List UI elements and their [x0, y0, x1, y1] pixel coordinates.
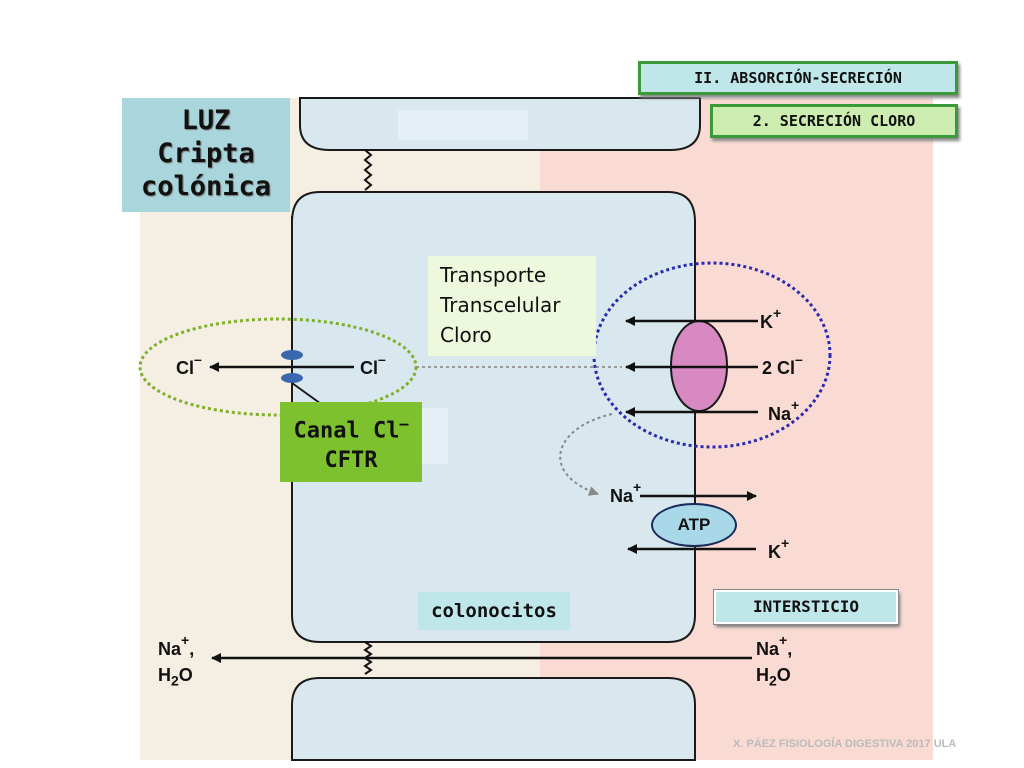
- section-tag: II. ABSORCIÓN-SECRECIÓN: [638, 61, 958, 95]
- interstitium-label: INTERSTICIO: [713, 589, 899, 625]
- cftr-channel-top: [281, 350, 303, 360]
- cl2-cotransport-label: 2 Cl–: [762, 351, 803, 378]
- paracellular-right-label: Na+, H2O: [756, 632, 793, 689]
- colonocytes-label: colonocitos: [418, 592, 570, 630]
- cell-placeholder: [420, 408, 448, 464]
- transport-line-1: Transporte: [440, 263, 547, 287]
- bottom-cell: [291, 677, 696, 761]
- cftr-highlight: [138, 317, 418, 417]
- top-cell-placeholder: [398, 110, 528, 140]
- footer-credit: X. PÁEZ FISIOLOGÍA DIGESTIVA 2017 ULA: [733, 738, 957, 750]
- k-cotransport-label: K+: [760, 305, 782, 332]
- transport-line-3: Cloro: [440, 323, 492, 347]
- lumen-label-box: LUZ Cripta colónica: [122, 98, 290, 212]
- lumen-label-line-2: Cripta: [157, 138, 255, 169]
- cftr-label-line-1: Canal Cl–: [293, 415, 409, 444]
- na-recycle-arrow: [559, 413, 613, 496]
- na-cotransport-label: Na+: [768, 397, 800, 424]
- k-pump-label: K+: [768, 535, 790, 562]
- atp-pump: ATP: [651, 503, 737, 547]
- transport-line-2: Transcelular: [440, 293, 561, 317]
- cell-cl-label: Cl–: [360, 351, 386, 378]
- lumen-label-line-3: colónica: [140, 171, 272, 202]
- cftr-label-box: Canal Cl– CFTR: [280, 402, 422, 482]
- lumen-cl-label: Cl–: [176, 351, 202, 378]
- paracellular-left-label: Na+, H2O: [158, 632, 195, 689]
- lumen-label-line-1: LUZ: [181, 105, 231, 136]
- tight-junction-top: [363, 149, 373, 191]
- transport-label-box: Transporte Transcelular Cloro: [428, 256, 596, 356]
- cftr-channel-bottom: [281, 373, 303, 383]
- subsection-tag: 2. SECRECIÓN CLORO: [710, 104, 958, 138]
- na-pump-label: Na+: [610, 479, 642, 506]
- cftr-label-line-2: CFTR: [324, 448, 378, 474]
